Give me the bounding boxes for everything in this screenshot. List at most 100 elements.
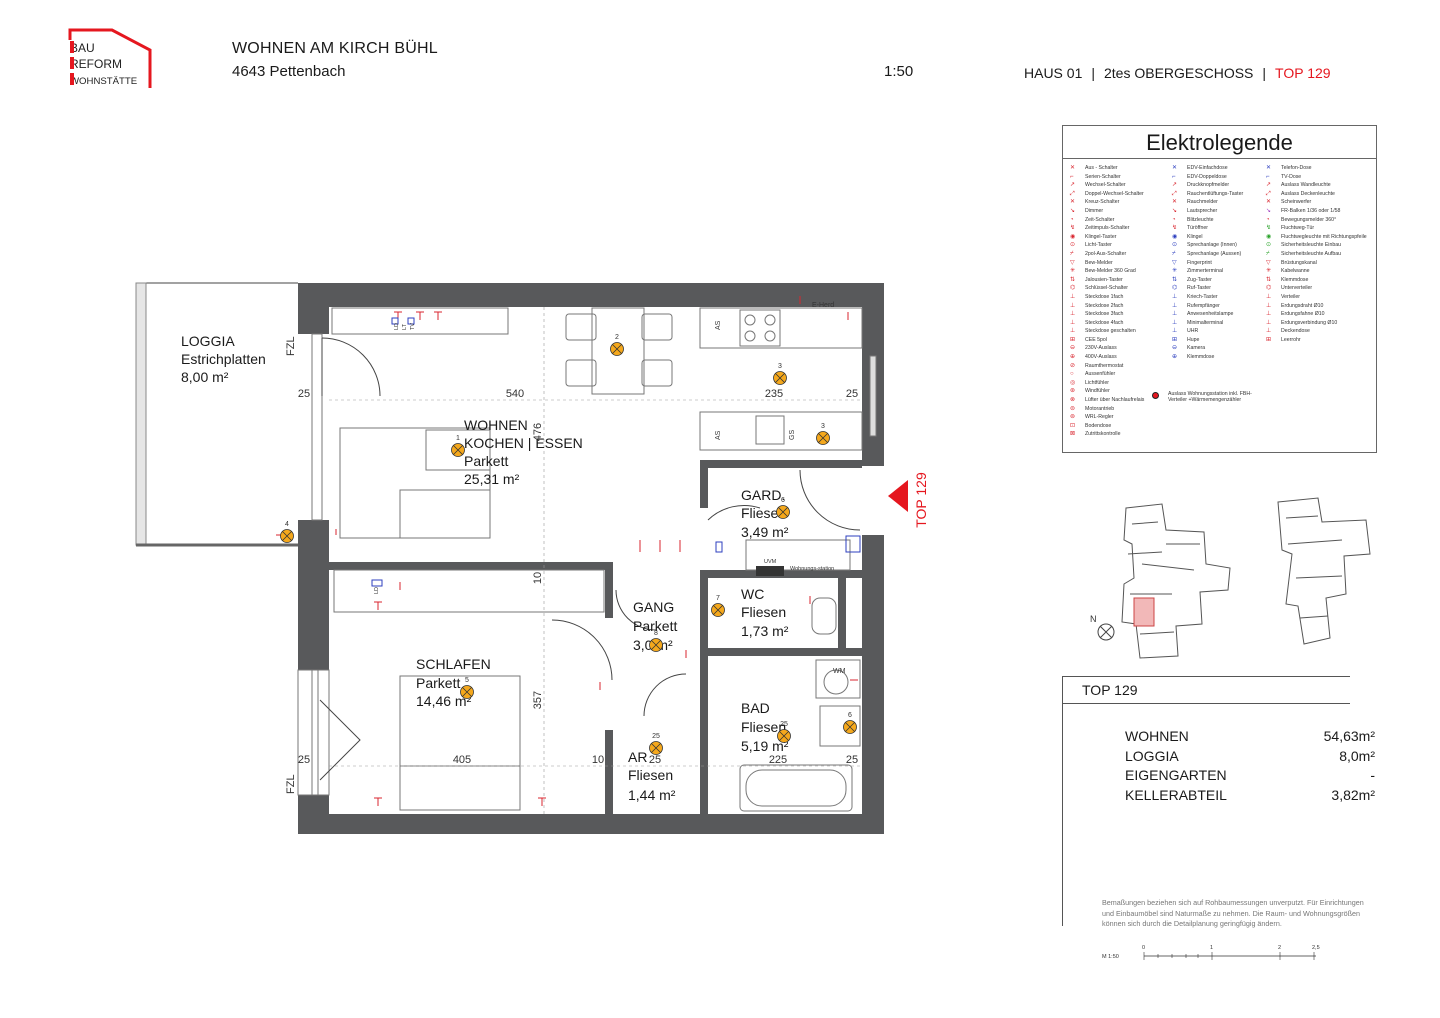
- legend-entry-label: Sicherheitsleuchte Aufbau: [1281, 250, 1341, 257]
- dimension-labels: 25 540 235 25 476 10 357 25 405 10 25 22…: [298, 388, 858, 766]
- floor-plan: TOP 129 LOGGIA Estrichplatten 8,00 m² WO…: [135, 282, 929, 834]
- legend-entry: ⌬Schlüssel-Schalter: [1067, 284, 1144, 293]
- room-wc-area: 1,73 m²: [741, 623, 789, 639]
- legend-symbol-icon: ◔: [1070, 216, 1074, 223]
- legend-entry: ⊕400V-Auslass: [1067, 353, 1144, 362]
- legend-symbol-icon: ✳: [1070, 268, 1076, 275]
- legend-entry-label: Steckdose geschalten: [1085, 328, 1136, 335]
- room-gang-name: GANG: [633, 599, 674, 615]
- legend-entry-label: UHR: [1187, 328, 1199, 335]
- room-loggia-floor: Estrichplatten: [181, 351, 266, 367]
- legend-symbol-icon: ⊥: [1172, 293, 1178, 300]
- ceiling-lamp-icon: 7: [711, 595, 725, 617]
- legend-entry-label: Motorantrieb: [1085, 405, 1115, 412]
- legend-entry: ⊡Bodendose: [1067, 422, 1144, 431]
- ceiling-lamp-icon: 8: [649, 630, 663, 652]
- legend-entry-label: Erdungsdraht Ø10: [1281, 302, 1324, 309]
- legend-entry: ⌐TV-Dose: [1263, 173, 1367, 182]
- legend-entry: ⊥Verteiler: [1263, 293, 1367, 302]
- legend-symbol-icon: ↘: [1070, 207, 1076, 214]
- legend-entry: ✕Rauchmelder: [1169, 198, 1243, 207]
- legend-symbol-icon: ⊥: [1266, 328, 1272, 335]
- legend-entry-label: Klingel: [1187, 233, 1203, 240]
- legend-entry-label: CEE 5pol: [1085, 336, 1107, 343]
- legend-symbol-icon: ⌐: [1172, 173, 1176, 180]
- room-labels: LOGGIA Estrichplatten 8,00 m² WOHNEN KOC…: [181, 333, 789, 803]
- legend-entry: ✕Scheinwerfer: [1263, 198, 1367, 207]
- dim-10-v: 10: [532, 572, 544, 584]
- legend-entry-label: Deckendose: [1281, 328, 1310, 335]
- legend-symbol-icon: ⌿: [1070, 250, 1074, 257]
- legend-entry-label: 400V-Auslass: [1085, 354, 1117, 361]
- scale-label: M 1:50: [1102, 954, 1119, 960]
- legend-symbol-icon: ↗: [1070, 182, 1076, 189]
- legend-entry: ⊕Klemmdose: [1169, 353, 1243, 362]
- summary-top-rule: [1062, 676, 1350, 677]
- ceiling-lamp-icon: 25: [649, 733, 663, 755]
- legend-entry: ⊥Erdungsfahne Ø10: [1263, 310, 1367, 319]
- logo-line-2: REFORM: [70, 57, 122, 71]
- legend-entry-label: Zeitimpuls-Schalter: [1085, 225, 1130, 232]
- lamp-number: 3: [778, 363, 782, 370]
- room-bad-name: BAD: [741, 700, 770, 716]
- furniture: [331, 307, 863, 812]
- room-wohnen-use: KOCHEN | ESSEN: [464, 435, 583, 451]
- legend-symbol-icon: ↘: [1266, 207, 1272, 214]
- legend-entry-label: Anwesenheitslampe: [1187, 311, 1234, 318]
- legend-entry-label: FR-Balken 1/36 oder 1/58: [1281, 207, 1341, 214]
- legend-symbol-icon: ◉: [1266, 233, 1272, 240]
- ceiling-lamp-icon: 25: [777, 721, 791, 743]
- legend-symbol-icon: ⊥: [1172, 311, 1178, 318]
- legend-entry: ⌿ Sicherheitsleuchte Aufbau: [1263, 250, 1367, 259]
- north-label: N: [1090, 614, 1097, 624]
- legend-entry-label: Bodendose: [1085, 422, 1112, 429]
- legend-column-communication: ✕EDV-Einfachdose⌐EDV-Doppeldose↗Druckkno…: [1169, 164, 1243, 362]
- legend-entry: ▽Bew-Melder: [1067, 259, 1144, 268]
- legend-entry: ⊥Steckdose 1fach: [1067, 293, 1144, 302]
- legend-symbol-icon: ▽: [1070, 259, 1075, 266]
- legend-entry-label: Fluchtweg-Tür: [1281, 225, 1315, 232]
- legend-symbol-icon: ⊙: [1070, 242, 1076, 249]
- legend-entry: ⊥Steckdose geschalten: [1067, 327, 1144, 336]
- logo-line-3: WOHNSTÄTTE: [70, 76, 137, 87]
- legend-symbol-icon: ○: [1070, 371, 1074, 378]
- room-wc-floor: Fliesen: [741, 604, 786, 620]
- company-logo: BAU REFORM WOHNSTÄTTE: [68, 28, 152, 88]
- legend-entry-label: Auslass Wandleuchte: [1281, 182, 1331, 189]
- legend-entry-label: Steckdose 1fach: [1085, 293, 1124, 300]
- legend-entry: ↘Dimmer: [1067, 207, 1144, 216]
- room-schlafen-floor: Parkett: [416, 675, 460, 691]
- legend-entry-label: Aus - Schalter: [1085, 165, 1118, 171]
- legend-entry-label: Windfühler: [1085, 388, 1110, 395]
- legend-symbol-icon: ⌿: [1172, 250, 1176, 257]
- legend-entry: ↯Fluchtweg-Tür: [1263, 224, 1367, 233]
- legend-entry-label: Ruf-Taster: [1187, 285, 1211, 292]
- lamp-number: 3: [821, 423, 825, 430]
- legend-entry: ⊥Kriech-Taster: [1169, 293, 1243, 302]
- room-ar-floor: Fliesen: [628, 767, 673, 783]
- legend-entry: ⊞Leerrohr: [1263, 336, 1367, 345]
- legend-entry: ○Aussenfühler: [1067, 370, 1144, 379]
- site-plans: N: [1090, 497, 1371, 659]
- legend-entry: ⤢Doppel-Wechsel-Schalter: [1067, 190, 1144, 199]
- legend-symbol-icon: ⊙: [1266, 242, 1272, 249]
- area-label: EIGENGARTEN: [1125, 767, 1227, 783]
- room-wohnen-area: 25,31 m²: [464, 471, 520, 487]
- legend-symbol-icon: ⤢: [1266, 190, 1271, 197]
- legend-entry: ▽Fingerprint: [1169, 259, 1243, 268]
- area-row-eigengarten: EIGENGARTEN-: [1125, 766, 1375, 786]
- room-gard-floor: Fliesen: [741, 505, 786, 521]
- legend-symbol-icon: ⌿: [1266, 250, 1270, 257]
- legend-entry-label: Fingerprint: [1187, 259, 1212, 266]
- legend-entry: ↗Druckknopfmelder: [1169, 181, 1243, 190]
- legend-symbol-icon: ◉: [1172, 233, 1178, 240]
- legend-entry: ⊥ Deckendose: [1263, 327, 1367, 336]
- ceiling-lamp-icon: 4: [280, 521, 294, 543]
- legend-entry: ⤢Rauchentlüftungs-Taster: [1169, 190, 1243, 199]
- legend-entry: ⊙Licht-Taster: [1067, 241, 1144, 250]
- room-bad-area: 5,19 m²: [741, 738, 789, 754]
- dim-235: 235: [765, 388, 783, 400]
- entrance-label: TOP 129: [913, 472, 929, 528]
